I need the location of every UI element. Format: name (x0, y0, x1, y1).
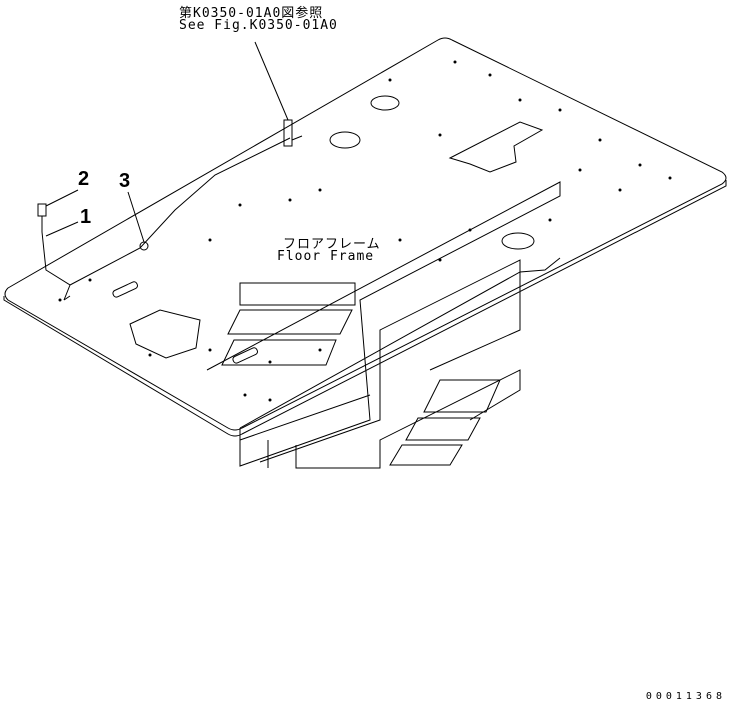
tube-1 (41, 137, 291, 301)
tube-line (63, 257, 561, 429)
floor-plate-edge (3, 180, 727, 437)
cutout (448, 121, 544, 173)
leader-line (45, 41, 289, 243)
reference-note-jp: 第K0350-01A0図参照 (179, 6, 324, 21)
cutout (129, 309, 201, 359)
hole (501, 232, 535, 250)
cab-ghost-outline (206, 181, 561, 469)
document-number: 00011368 (645, 691, 726, 702)
tee-fitting (283, 119, 303, 147)
slot (112, 281, 138, 298)
reference-note-en: See Fig.K0350-01A0 (179, 18, 338, 33)
callout-2: 2 (78, 168, 90, 190)
hole (370, 95, 400, 111)
fitting-2 (37, 203, 47, 232)
hole (329, 131, 361, 149)
callout-1: 1 (80, 206, 92, 228)
bolt-holes (58, 60, 672, 402)
part-label-jp: フロアフレーム (283, 237, 381, 252)
slot (232, 347, 258, 364)
floor-plate-outline (4, 37, 727, 431)
callout-3: 3 (119, 170, 131, 192)
part-label-en: Floor Frame (277, 249, 375, 264)
